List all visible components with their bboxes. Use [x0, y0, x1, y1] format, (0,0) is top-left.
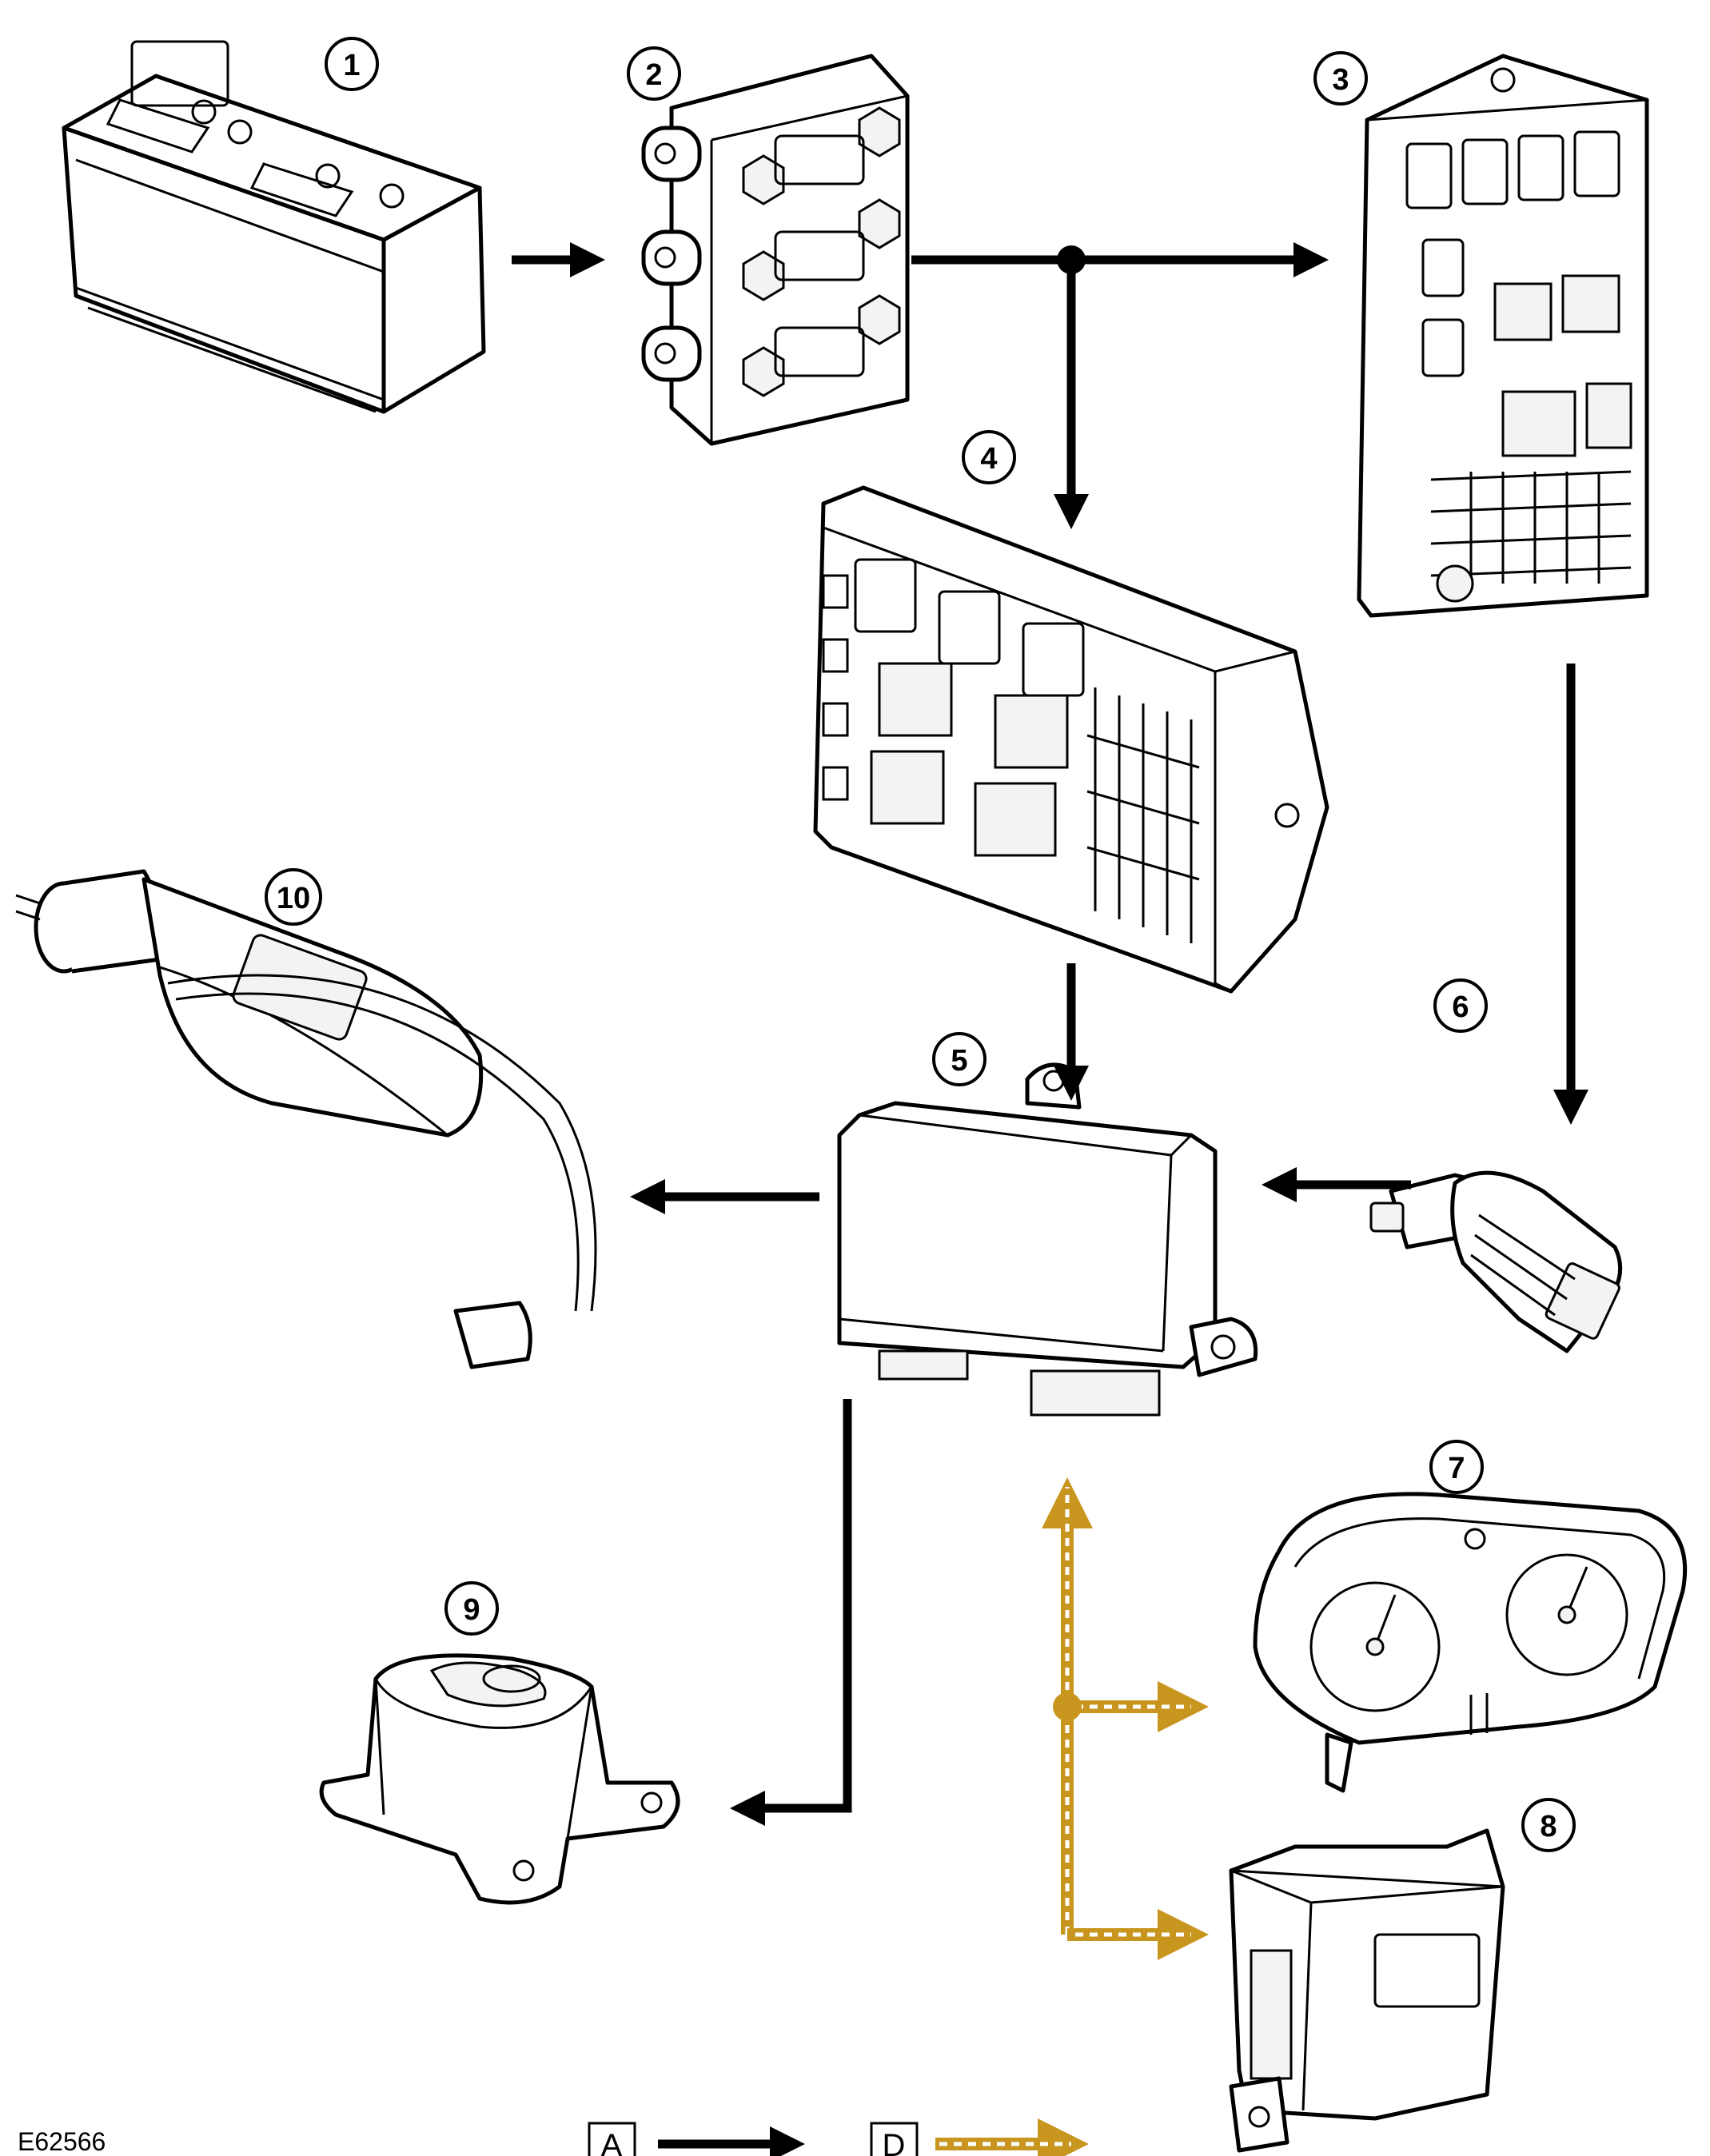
callout-3: 3	[1313, 51, 1368, 106]
control-module-icon	[837, 1062, 1258, 1417]
fuse-box-icon	[813, 485, 1329, 994]
callout-10: 10	[265, 868, 322, 926]
legend-power: A	[588, 2122, 805, 2156]
junction-dot	[1057, 245, 1086, 274]
callout-label: 8	[1540, 1810, 1557, 1843]
selector-icon	[319, 1653, 680, 1905]
callout-label: 9	[463, 1593, 480, 1627]
callout-label: 10	[277, 882, 310, 915]
callout-label: 5	[951, 1044, 967, 1078]
actuator-icon	[15, 869, 597, 1369]
instrument-cluster-icon	[1253, 1492, 1688, 1793]
callout-label: 6	[1452, 990, 1469, 1024]
connection-5-to-9	[730, 1399, 852, 1826]
callout-9: 9	[444, 1581, 499, 1636]
legend-key: D	[883, 2128, 906, 2156]
battery-icon	[62, 40, 486, 414]
callout-8: 8	[1521, 1798, 1576, 1852]
fuse-box-icon	[1357, 54, 1649, 618]
legend-data: D	[870, 2118, 1089, 2156]
callout-label: 3	[1332, 63, 1349, 97]
legend: A D	[588, 2118, 1089, 2156]
callout-label: 7	[1448, 1452, 1465, 1485]
callout-label: 1	[343, 49, 360, 82]
switch-icon	[1369, 1170, 1623, 1353]
junction-dot	[1053, 1692, 1082, 1721]
callout-label: 4	[980, 442, 997, 476]
legend-key: A	[601, 2128, 623, 2156]
callouts: 1 2 3 4 5 6 7 8	[265, 37, 1576, 1852]
callout-6: 6	[1433, 978, 1488, 1033]
power-connections	[512, 242, 1588, 1826]
callout-5: 5	[932, 1032, 987, 1086]
terminal-block-icon	[641, 54, 910, 446]
callout-1: 1	[325, 37, 379, 91]
callout-label: 2	[645, 58, 662, 92]
callout-7: 7	[1429, 1440, 1484, 1494]
data-connections	[1042, 1477, 1209, 1960]
callout-4: 4	[962, 430, 1016, 484]
callout-2: 2	[627, 46, 681, 101]
control-module-icon	[1229, 1828, 1505, 2153]
figure-id: E62566	[18, 2127, 106, 2156]
